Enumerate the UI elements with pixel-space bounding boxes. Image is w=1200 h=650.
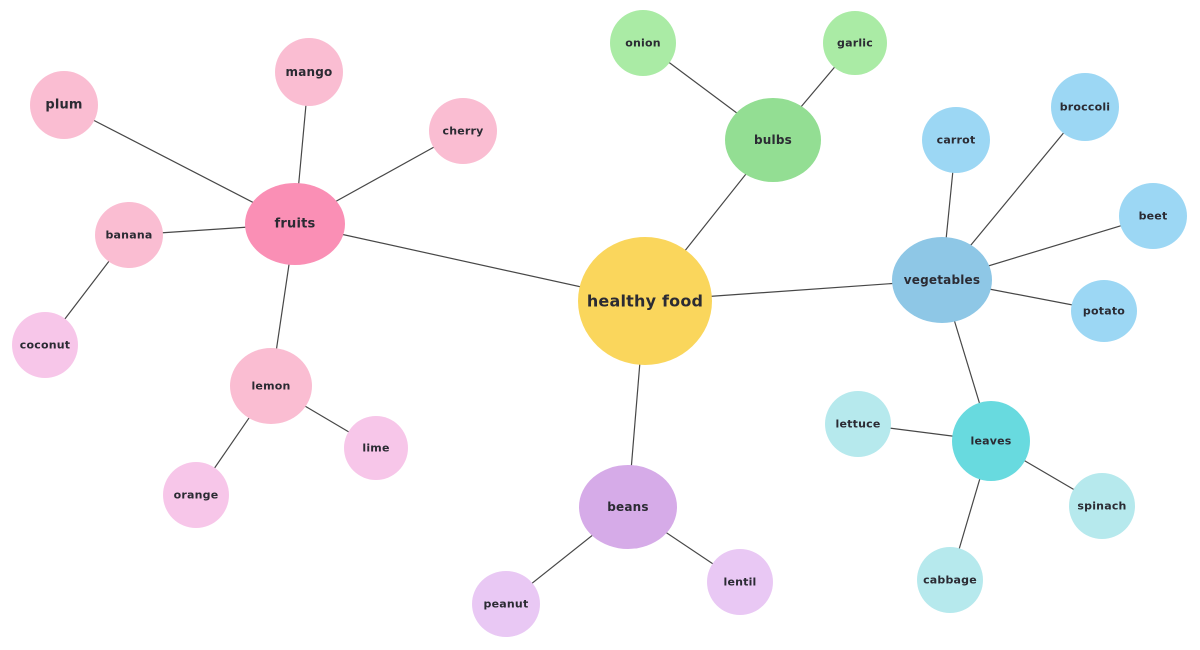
node-bubble-vegetables[interactable] (892, 237, 992, 323)
node-lime[interactable]: lime (344, 416, 408, 480)
node-label-lentil: lentil (723, 576, 756, 589)
node-vegetables[interactable]: vegetables (892, 237, 992, 323)
node-label-cabbage: cabbage (923, 574, 977, 587)
node-potato[interactable]: potato (1071, 280, 1137, 342)
node-label-mango: mango (286, 65, 333, 79)
node-orange[interactable]: orange (163, 462, 229, 528)
node-lettuce[interactable]: lettuce (825, 391, 891, 457)
node-bulbs[interactable]: bulbs (725, 98, 821, 182)
node-beans[interactable]: beans (579, 465, 677, 549)
node-broccoli[interactable]: broccoli (1051, 73, 1119, 141)
node-label-lettuce: lettuce (836, 418, 881, 431)
node-label-broccoli: broccoli (1060, 101, 1111, 114)
node-spinach[interactable]: spinach (1069, 473, 1135, 539)
node-bubble-coconut[interactable] (12, 312, 78, 378)
node-label-healthy-food: healthy food (587, 292, 703, 311)
node-bubble-lemon[interactable] (230, 348, 312, 424)
node-bubble-lentil[interactable] (707, 549, 773, 615)
node-healthy-food[interactable]: healthy food (578, 237, 712, 365)
node-onion[interactable]: onion (610, 10, 676, 76)
node-coconut[interactable]: coconut (12, 312, 78, 378)
node-label-lime: lime (362, 442, 389, 455)
node-bubble-onion[interactable] (610, 10, 676, 76)
node-fruits[interactable]: fruits (245, 183, 345, 265)
node-bubble-fruits[interactable] (245, 183, 345, 265)
node-bubble-lettuce[interactable] (825, 391, 891, 457)
node-label-lemon: lemon (251, 380, 290, 393)
node-bubble-orange[interactable] (163, 462, 229, 528)
node-bubble-potato[interactable] (1071, 280, 1137, 342)
node-lentil[interactable]: lentil (707, 549, 773, 615)
node-label-orange: orange (174, 489, 219, 502)
node-label-spinach: spinach (1077, 500, 1126, 513)
node-beet[interactable]: beet (1119, 183, 1187, 249)
node-cabbage[interactable]: cabbage (917, 547, 983, 613)
node-bubble-peanut[interactable] (472, 571, 540, 637)
node-peanut[interactable]: peanut (472, 571, 540, 637)
node-label-leaves: leaves (970, 435, 1011, 448)
node-label-fruits: fruits (275, 217, 316, 232)
node-bubble-carrot[interactable] (922, 107, 990, 173)
node-label-coconut: coconut (20, 339, 70, 352)
node-bubble-leaves[interactable] (952, 401, 1030, 481)
node-bubble-mango[interactable] (275, 38, 343, 106)
node-bubble-spinach[interactable] (1069, 473, 1135, 539)
node-label-beans: beans (607, 500, 649, 514)
node-bubble-cabbage[interactable] (917, 547, 983, 613)
node-bubble-bulbs[interactable] (725, 98, 821, 182)
node-label-banana: banana (105, 229, 152, 242)
node-label-cherry: cherry (442, 125, 483, 138)
node-label-vegetables: vegetables (904, 273, 981, 287)
node-bubble-banana[interactable] (95, 202, 163, 268)
node-bubble-beans[interactable] (579, 465, 677, 549)
node-bubble-beet[interactable] (1119, 183, 1187, 249)
node-bubble-plum[interactable] (30, 71, 98, 139)
node-lemon[interactable]: lemon (230, 348, 312, 424)
node-label-bulbs: bulbs (754, 133, 792, 147)
node-bubble-cherry[interactable] (429, 98, 497, 164)
node-banana[interactable]: banana (95, 202, 163, 268)
node-label-beet: beet (1139, 210, 1168, 223)
node-label-carrot: carrot (937, 134, 976, 147)
node-cherry[interactable]: cherry (429, 98, 497, 164)
node-garlic[interactable]: garlic (823, 11, 887, 75)
node-bubble-garlic[interactable] (823, 11, 887, 75)
node-bubble-lime[interactable] (344, 416, 408, 480)
node-mango[interactable]: mango (275, 38, 343, 106)
node-label-garlic: garlic (837, 37, 873, 50)
node-label-onion: onion (625, 37, 661, 50)
node-label-plum: plum (45, 98, 82, 113)
node-bubble-broccoli[interactable] (1051, 73, 1119, 141)
node-carrot[interactable]: carrot (922, 107, 990, 173)
node-leaves[interactable]: leaves (952, 401, 1030, 481)
node-plum[interactable]: plum (30, 71, 98, 139)
node-label-peanut: peanut (484, 598, 529, 611)
node-bubble-healthy-food[interactable] (578, 237, 712, 365)
node-label-potato: potato (1083, 305, 1125, 318)
